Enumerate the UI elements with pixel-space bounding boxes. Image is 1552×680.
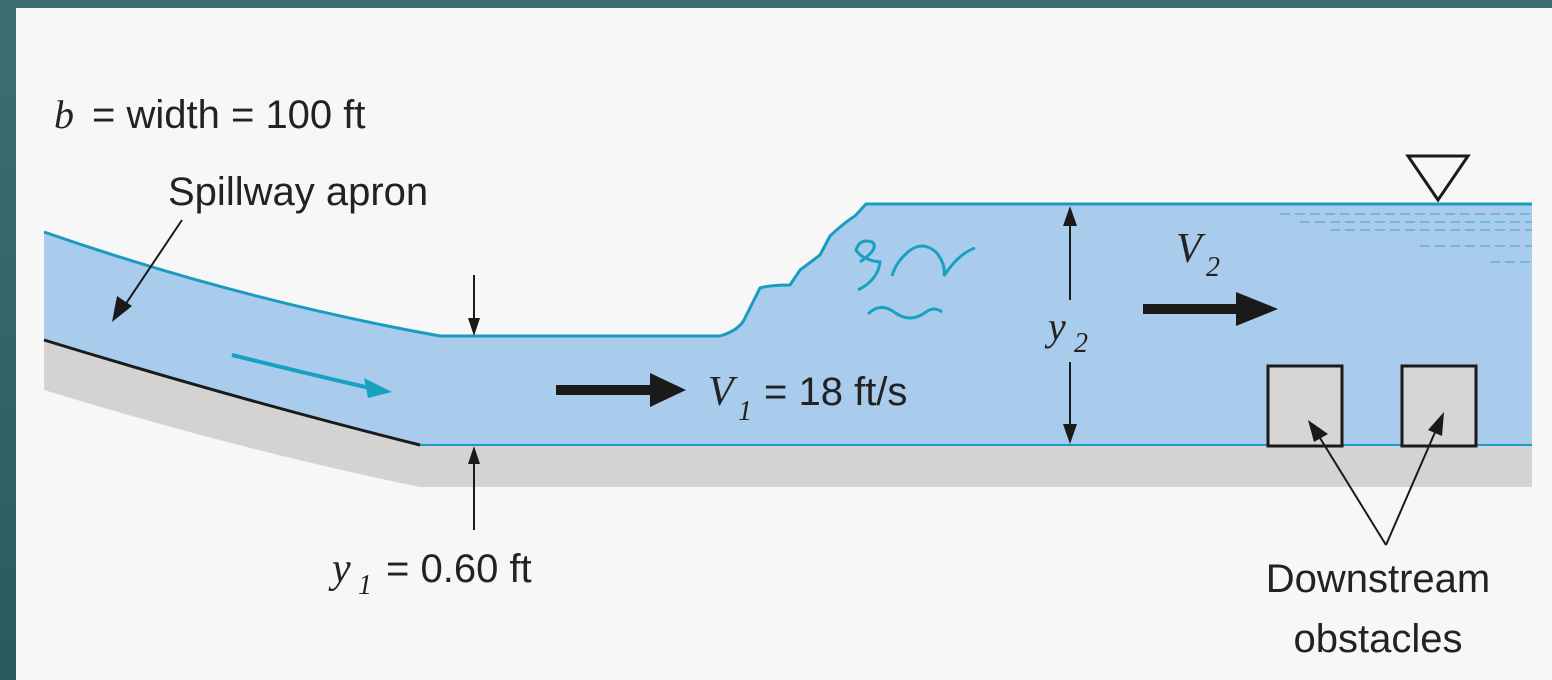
- apron-bed-line: [43, 338, 421, 447]
- y1-symbol: y: [328, 546, 351, 592]
- y1-bottom-arrowhead: [468, 446, 480, 464]
- spillway-apron-ground: [44, 340, 1532, 487]
- v2-subscript: 2: [1206, 252, 1220, 283]
- spillway-label: Spillway apron: [168, 170, 428, 214]
- spillway-pointer-arrowhead: [112, 296, 132, 322]
- v1-subscript: 1: [738, 396, 752, 427]
- y2-top-arrowhead: [1063, 206, 1077, 226]
- surface-ripples: [1280, 213, 1532, 263]
- v2-symbol: V: [1176, 226, 1206, 272]
- inverted-triangle-icon: [1405, 154, 1471, 203]
- v2-arrowhead: [1236, 292, 1278, 326]
- obstacle-pointer-2-head: [1428, 412, 1444, 436]
- y2-subscript: 2: [1074, 328, 1088, 359]
- obstacle-pointer-1: [1319, 437, 1387, 546]
- hydraulic-jump-surface: [719, 202, 1532, 338]
- downstream-label-line1: Downstream: [1266, 557, 1491, 601]
- v1-arrowhead: [650, 373, 686, 407]
- spillway-flow-arrowhead: [364, 378, 392, 398]
- v1-arrow-shaft: [556, 385, 656, 395]
- upstream-water-surface: [43, 230, 720, 338]
- spillway-pointer-line: [124, 219, 183, 306]
- downstream-label-line2: obstacles: [1294, 617, 1463, 661]
- y1-top-arrowhead: [468, 318, 480, 336]
- y1-value: = 0.60 ft: [386, 547, 532, 591]
- spillway-flow-arrow: [231, 353, 371, 390]
- v2-arrow-shaft: [1143, 304, 1243, 314]
- y2-symbol: y: [1044, 304, 1066, 349]
- v1-value: = 18 ft/s: [764, 370, 907, 414]
- obstacle-pointer-2: [1385, 429, 1437, 546]
- turbulence-swirls: [854, 239, 976, 320]
- width-symbol: b: [54, 92, 74, 137]
- obstacle-pointer-1-head: [1308, 420, 1328, 442]
- y1-subscript: 1: [358, 570, 372, 601]
- water-body: [44, 204, 1532, 445]
- downstream-obstacle-1: [1266, 364, 1344, 448]
- width-label: = width = 100 ft: [92, 93, 366, 137]
- v1-symbol: V: [708, 369, 738, 415]
- y2-bottom-arrowhead: [1063, 424, 1077, 444]
